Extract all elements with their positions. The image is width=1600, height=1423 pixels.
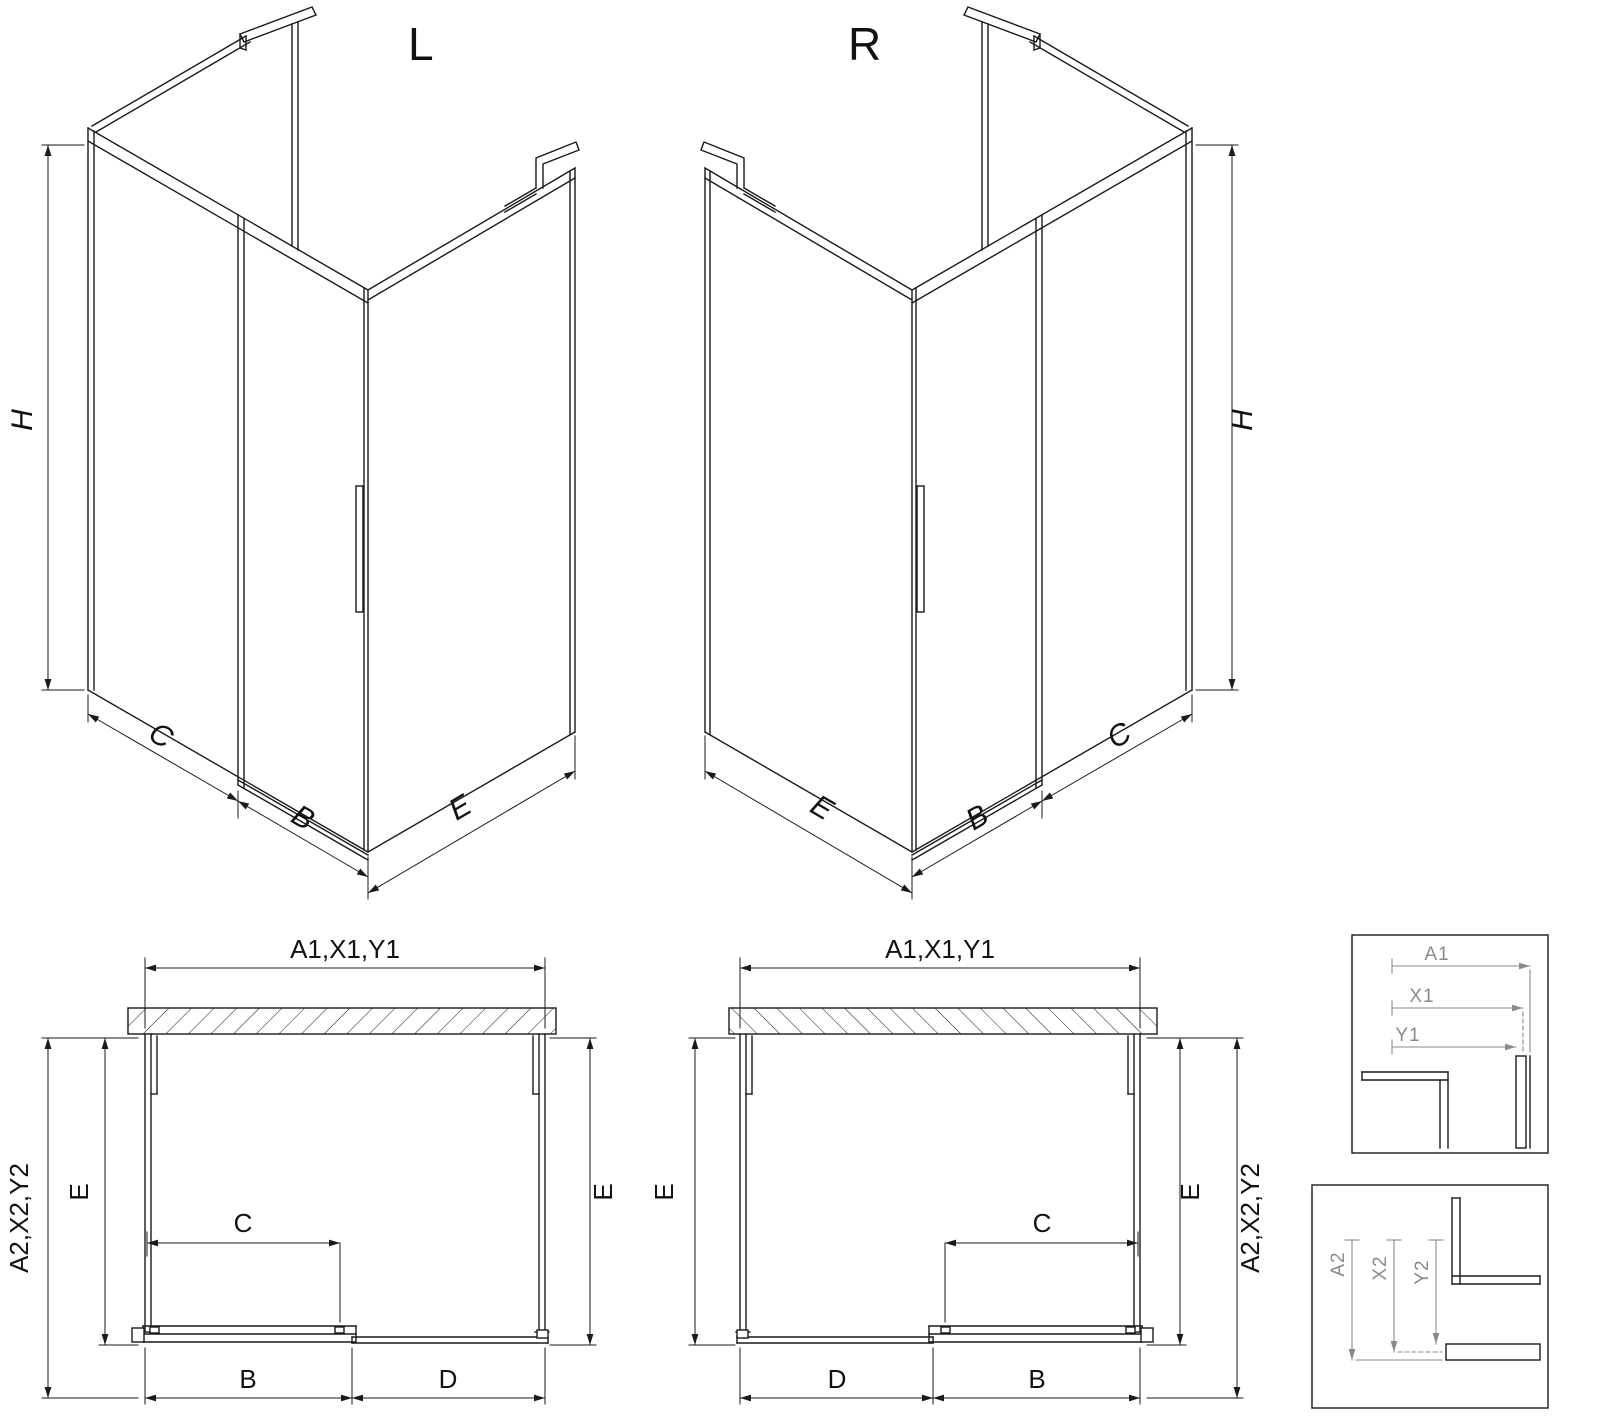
dim-label-e-left-inner: E: [64, 1183, 94, 1200]
dim-label-c-plan-left: C: [234, 1208, 253, 1238]
detail-view-bottom: A2 X2 Y2: [1311, 1184, 1549, 1409]
dim-label-d-plan-left: D: [439, 1364, 458, 1394]
detail-dim-x2: X2: [1370, 1255, 1391, 1280]
detail-top-border: [1351, 934, 1549, 1154]
detail-bottom-glass: [1445, 1343, 1541, 1361]
dim-label-a1x1y1-right: A1,X1,Y1: [885, 934, 995, 964]
dim-label-a1x1y1-left: A1,X1,Y1: [290, 934, 400, 964]
detail-dim-a2: A2: [1328, 1251, 1349, 1276]
detail-dim-a1: A1: [1424, 944, 1449, 965]
plan-view-left: A1,X1,Y1 A2,X2,Y2 E E C B D: [4, 934, 618, 1404]
plan-view-right: A1,X1,Y1 A2,X2,Y2 E E C D B: [649, 934, 1265, 1404]
detail-bottom-border: [1311, 1184, 1549, 1409]
dim-label-c-plan-right: C: [1033, 1208, 1052, 1238]
config-label-left: L: [408, 18, 434, 70]
dim-label-h-right: H: [1226, 409, 1259, 431]
detail-dim-x1: X1: [1409, 986, 1434, 1007]
dim-label-e-right-view-left: E: [649, 1183, 679, 1200]
config-label-right: R: [848, 18, 881, 70]
iso-view-right: R H E B C: [700, 6, 1259, 899]
detail-top-glass: [1515, 1055, 1527, 1149]
dim-label-e-right-inner: E: [588, 1183, 618, 1200]
dim-label-h-left: H: [6, 409, 39, 431]
detail-view-top: A1 X1 Y1: [1351, 934, 1549, 1154]
dim-label-a2x2y2-left: A2,X2,Y2: [4, 1163, 34, 1273]
dim-label-d-plan-right: D: [828, 1364, 847, 1394]
dim-label-b-plan-left: B: [239, 1364, 256, 1394]
dim-label-a2x2y2-right: A2,X2,Y2: [1235, 1163, 1265, 1273]
dim-label-b-plan-right: B: [1028, 1364, 1045, 1394]
dim-label-e-right-view-right: E: [1175, 1183, 1205, 1200]
detail-dim-y1: Y1: [1395, 1025, 1420, 1046]
detail-dim-y2: Y2: [1412, 1259, 1433, 1284]
